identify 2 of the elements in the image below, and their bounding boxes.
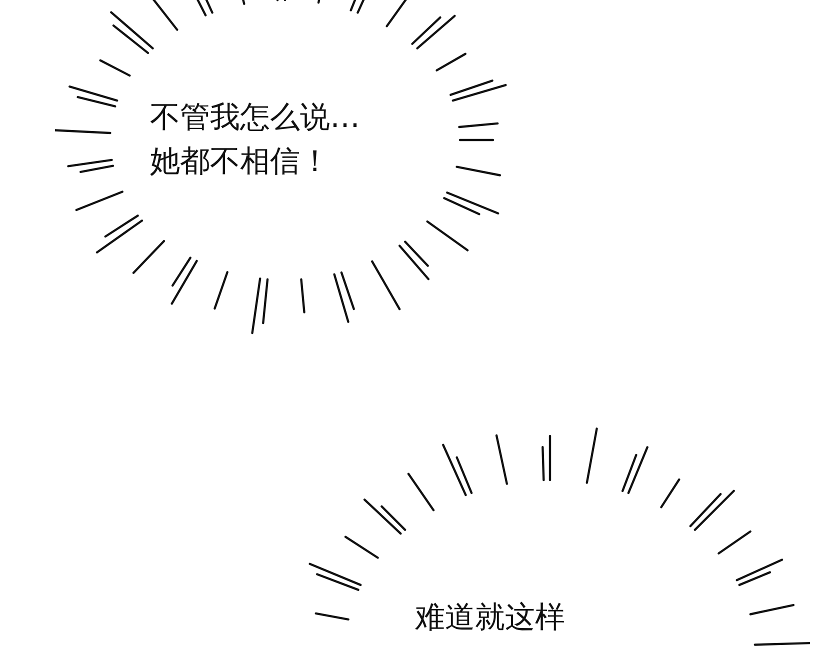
speech-text: 难道就这样 [415,599,566,637]
speech-text: 不管我怎么说…她都不相信！ [150,99,361,181]
